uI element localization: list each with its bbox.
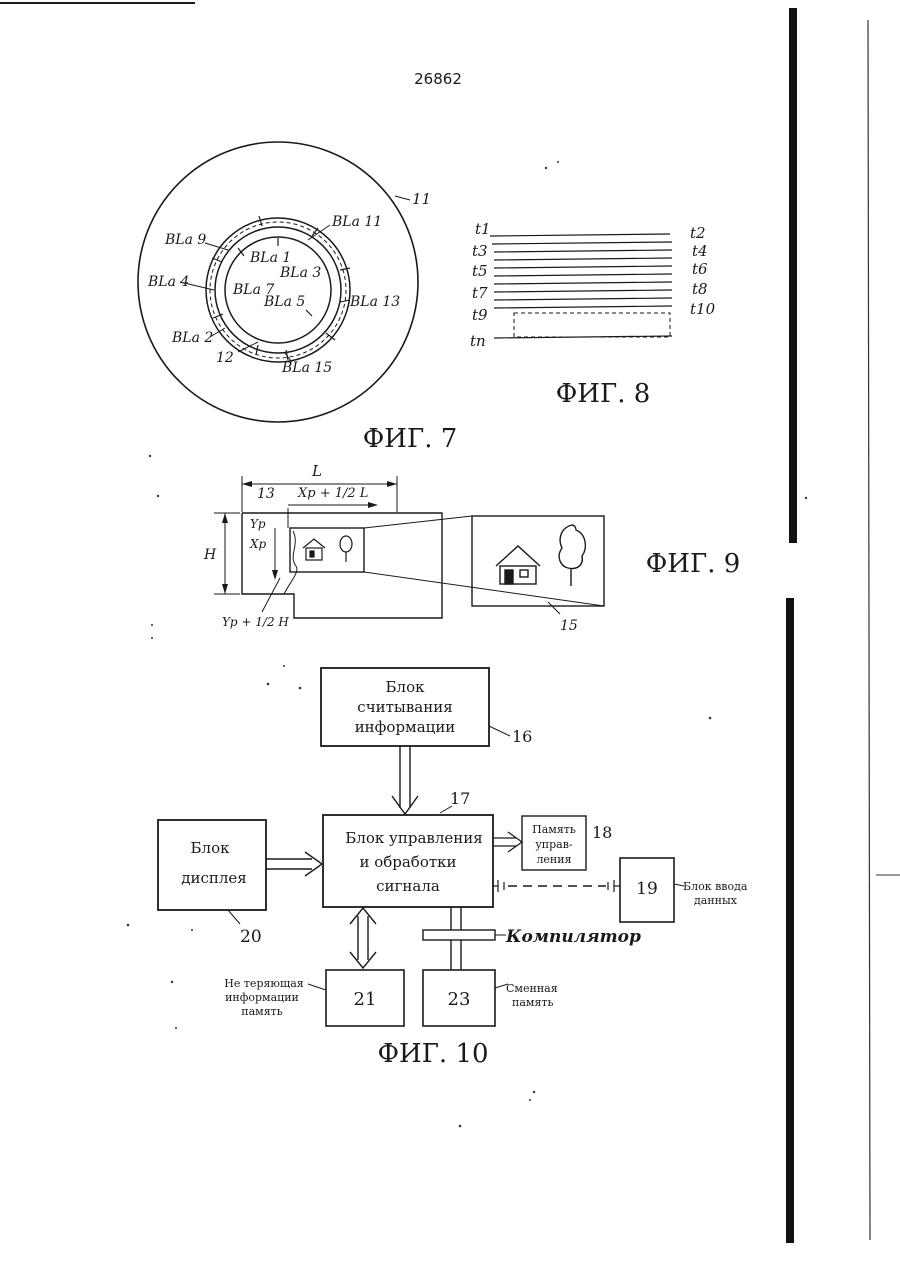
t8-label: t8 <box>692 280 708 298</box>
display-block-line2: дисплея <box>181 869 247 887</box>
fig9-L: L <box>311 462 322 480</box>
fig8-caption: ФИГ. 8 <box>556 379 651 409</box>
large-tree-icon <box>559 525 585 586</box>
read-block-line3: информации <box>355 718 456 736</box>
figure-10: Блок считывания информации 16 Блок управ… <box>158 668 748 1069</box>
compiler-bar <box>423 930 495 940</box>
input-block-label1: Блок ввода <box>683 880 748 893</box>
fig9-yp: Yp <box>250 517 266 531</box>
control-memory-line2: управ- <box>535 838 573 851</box>
track-lines <box>490 234 672 338</box>
large-house-icon <box>496 546 540 584</box>
fig9-yp-bottom: Yp + 1/2 H <box>222 615 289 629</box>
t5-label: t5 <box>472 262 488 280</box>
label-bla4: BLa 4 <box>147 274 189 290</box>
label-bla9: BLa 9 <box>164 232 206 248</box>
removable-memory-number: 23 <box>448 989 471 1010</box>
control-block-line3: сигнала <box>376 877 440 895</box>
track-dashed-region <box>514 313 670 337</box>
t1-label: t1 <box>475 220 491 238</box>
figure-8: t1 t3 t5 t7 t9 tn t2 t4 t6 t8 t10 ФИГ. 8 <box>470 220 716 409</box>
figure-9: L 13 Xp + 1/2 L H Yp Xp <box>203 462 740 634</box>
fig9-ref15: 15 <box>560 618 578 634</box>
image-frame <box>242 513 442 618</box>
small-house-icon <box>303 539 325 560</box>
label-12: 12 <box>216 350 234 366</box>
right-edge-line <box>868 20 870 1240</box>
tn-label: tn <box>470 332 486 350</box>
control-memory-line3: ления <box>536 853 571 866</box>
fig9-ref13: 13 <box>257 486 275 502</box>
control-block-ref: 17 <box>450 789 470 808</box>
small-tree-icon <box>340 536 352 562</box>
page-number: 26862 <box>414 70 462 88</box>
input-block-number: 19 <box>636 879 658 899</box>
fig7-outer-ref: 11 <box>412 190 431 208</box>
figure-7: 11 BLa 9 BLa 11 BLa 1 BLa 3 BLa 4 BLa 7 … <box>138 142 457 454</box>
fig9-caption: ФИГ. 9 <box>646 549 741 579</box>
label-bla13: BLa 13 <box>349 294 400 310</box>
nv-memory-label3: память <box>241 1005 282 1018</box>
label-bla11: BLa 11 <box>331 214 382 230</box>
label-bla1: BLa 1 <box>249 250 291 266</box>
enlarged-display <box>472 516 604 606</box>
display-block <box>158 820 266 910</box>
label-bla2: BLa 2 <box>171 330 213 346</box>
nv-memory-number: 21 <box>354 989 377 1010</box>
nv-memory-label1: Не теряющая <box>224 977 304 990</box>
t7-label: t7 <box>472 284 488 302</box>
viewport-window <box>290 528 364 572</box>
removable-memory-label2: память <box>512 996 553 1009</box>
fig10-caption: ФИГ. 10 <box>377 1039 488 1069</box>
removable-memory-label1: Сменная <box>506 982 558 995</box>
label-bla5: BLa 5 <box>263 294 305 310</box>
fig9-xp-short: Xp <box>249 537 267 551</box>
read-block-line1: Блок <box>386 678 426 696</box>
fig9-H: H <box>203 547 217 563</box>
t10-label: t10 <box>690 300 716 318</box>
label-bla3: BLa 3 <box>279 265 321 281</box>
t9-label: t9 <box>472 306 488 324</box>
control-memory-ref: 18 <box>592 823 612 842</box>
read-block-line2: считывания <box>357 698 452 716</box>
t6-label: t6 <box>692 260 708 278</box>
right-margin-bar-upper <box>789 8 797 543</box>
display-block-ref: 20 <box>240 927 262 947</box>
label-bla15: BLa 15 <box>281 360 332 376</box>
display-block-line1: Блок <box>191 839 231 857</box>
compiler-label: Компилятор <box>505 927 641 947</box>
t4-label: t4 <box>692 242 708 260</box>
nv-memory-label2: информации <box>225 991 299 1004</box>
fig9-xp-label: Xp + 1/2 L <box>297 486 368 501</box>
read-block-ref: 16 <box>512 727 532 746</box>
control-block-line1: Блок управления <box>345 829 482 847</box>
control-block-line2: и обработки <box>359 853 456 871</box>
input-block-label2: данных <box>694 894 738 907</box>
right-margin-bar-lower <box>786 598 794 1243</box>
control-memory-line1: Память <box>532 823 576 836</box>
fig7-caption: ФИГ. 7 <box>363 424 458 454</box>
t3-label: t3 <box>472 242 488 260</box>
t2-label: t2 <box>690 224 706 242</box>
